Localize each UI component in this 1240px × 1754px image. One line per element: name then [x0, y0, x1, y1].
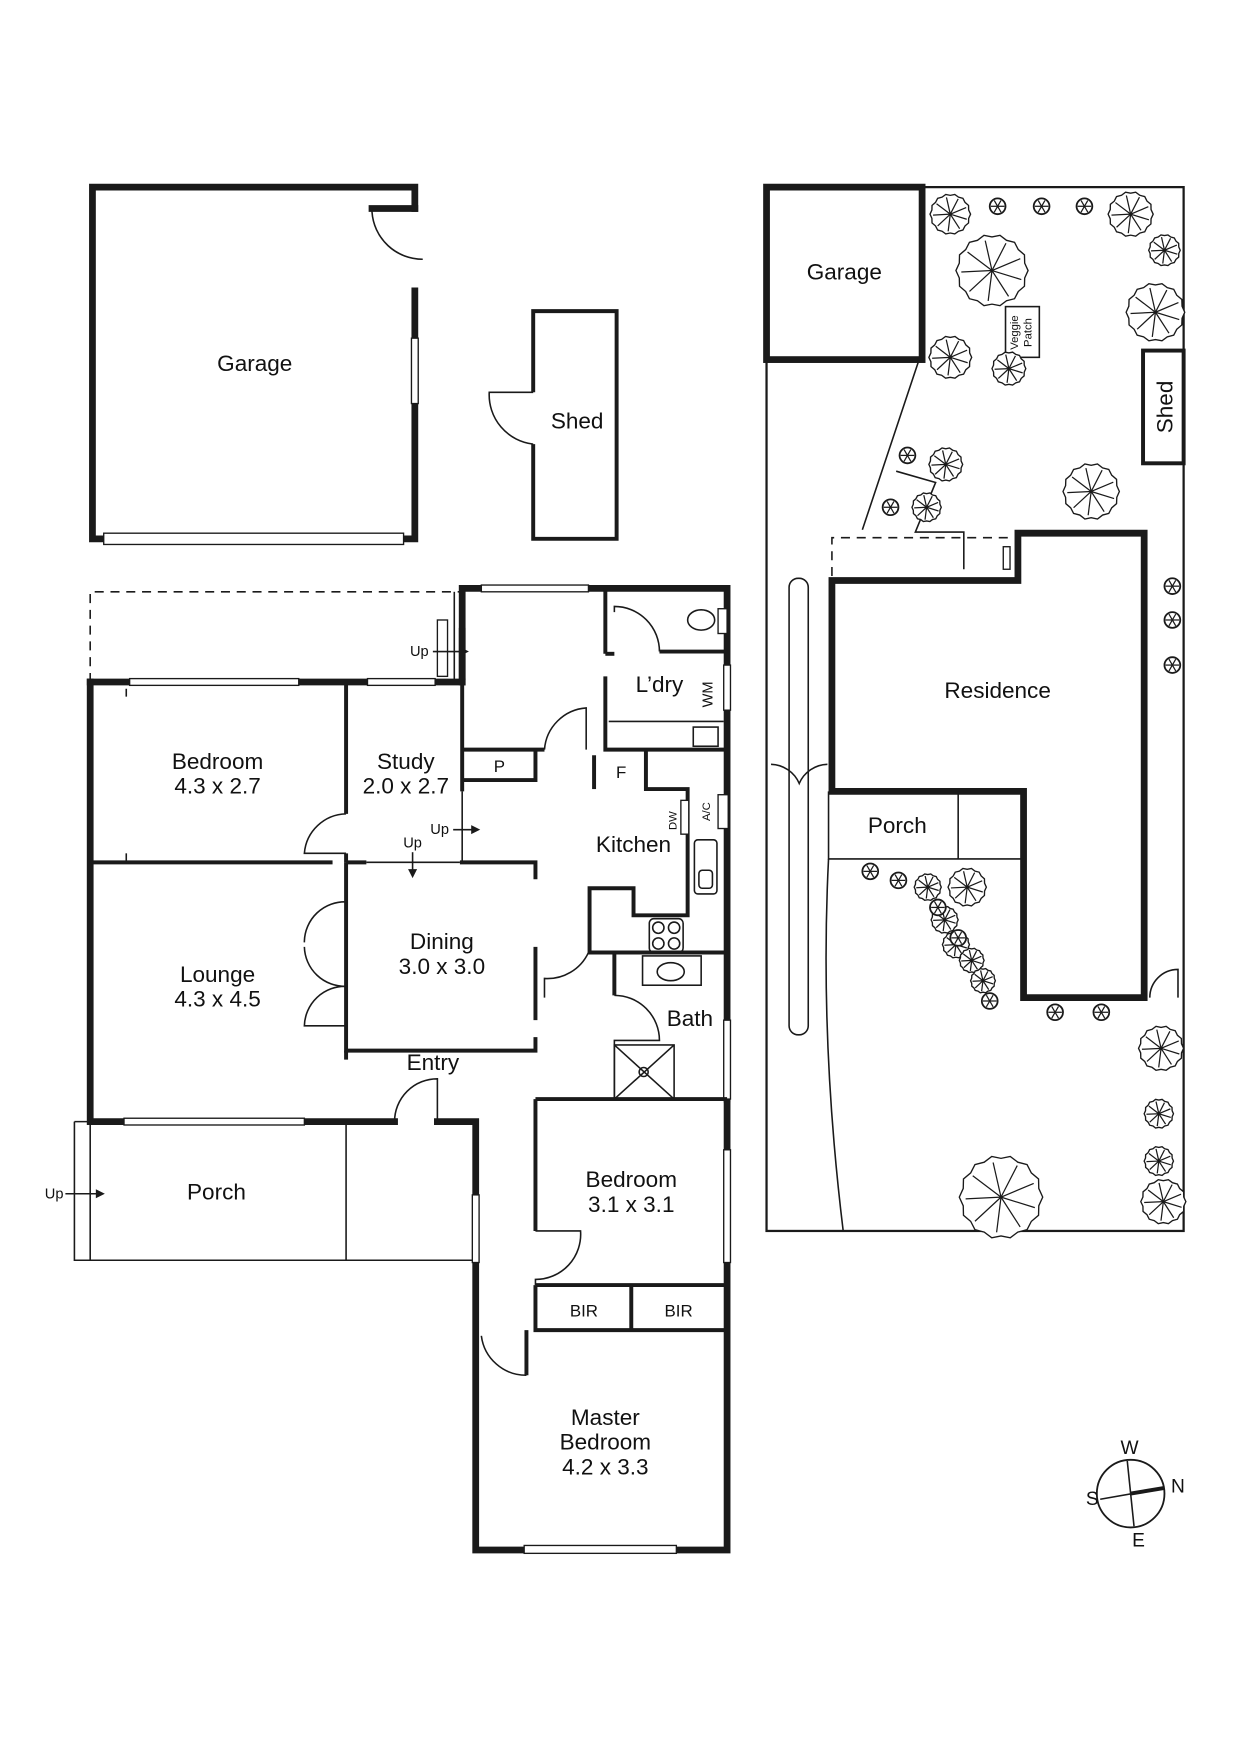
residence-outline	[828, 529, 1148, 1001]
tree-icon	[969, 967, 997, 994]
garage-roller-door	[103, 532, 405, 546]
shrub-icon	[1032, 197, 1051, 216]
compass-east: E	[1132, 1531, 1145, 1552]
compass-circle	[1095, 1458, 1166, 1529]
dining-dims: 3.0 x 3.0	[399, 954, 485, 979]
shrub-icon	[861, 862, 880, 881]
master-bedroom-label-line1: Master	[571, 1405, 640, 1430]
tree-icon	[1137, 1025, 1185, 1072]
air-conditioner-label: A/C	[701, 802, 713, 821]
shrub-icon	[929, 898, 947, 917]
porch-label: Porch	[187, 1179, 246, 1204]
study-label: Study	[377, 749, 435, 774]
garage-outbuilding: Garage	[89, 183, 423, 546]
tree-icon	[991, 351, 1027, 386]
shrub-icon	[1046, 1003, 1064, 1022]
entry-label: Entry	[407, 1050, 460, 1075]
pantry-label: P	[494, 757, 505, 776]
lounge-label: Lounge	[180, 962, 255, 987]
lounge-dims: 4.3 x 4.5	[174, 987, 260, 1012]
garage-side-window	[410, 337, 419, 405]
garage-side-door	[371, 208, 423, 261]
washing-machine-label: WM	[700, 681, 716, 707]
shed-label: Shed	[551, 408, 604, 433]
shrub-icon	[949, 929, 967, 947]
bedroom-3-label: Bedroom	[586, 1167, 677, 1192]
tree-icons	[861, 191, 1187, 1239]
tree-icon	[913, 873, 943, 902]
shrub-icon	[881, 498, 900, 517]
shrub-icon	[1163, 656, 1182, 674]
tree-icon	[929, 193, 972, 235]
tree-icon	[947, 867, 988, 907]
site-shed	[1141, 348, 1186, 466]
tree-icon	[1125, 283, 1186, 342]
rear-deck-outline	[89, 591, 463, 682]
shrub-icon	[980, 992, 999, 1010]
site-plan: Garage Shed Veggie Patch Residence Porch	[763, 183, 1187, 1239]
garage-label: Garage	[217, 351, 292, 376]
site-porch-label: Porch	[868, 813, 927, 838]
driveway-strip	[788, 577, 810, 1036]
kitchen-sink-icon	[693, 839, 718, 895]
shrub-icon	[898, 446, 917, 465]
bedroom-2-label: Bedroom	[172, 749, 263, 774]
master-bedroom-label-line2: Bedroom	[560, 1430, 651, 1455]
fridge-label: F	[616, 763, 626, 782]
bedroom-2-dims: 4.3 x 2.7	[174, 774, 260, 799]
shed-outbuilding: Shed	[488, 309, 619, 541]
tree-icon	[1147, 234, 1181, 267]
site-boundary	[765, 185, 1185, 1233]
hall-up-label: Up	[403, 836, 422, 852]
compass-south: S	[1086, 1489, 1099, 1510]
bedroom-3-dims: 3.1 x 3.1	[588, 1192, 674, 1217]
study-up-label: Up	[430, 822, 449, 838]
rear-deck-up-label: Up	[410, 644, 429, 660]
tree-icon	[928, 447, 964, 482]
front-door	[393, 1077, 439, 1122]
laundry-label: L’dry	[636, 672, 684, 697]
tree-icon	[911, 492, 943, 523]
dishwasher-label: DW	[667, 811, 679, 830]
master-bedroom-dims: 4.2 x 3.3	[562, 1454, 648, 1479]
vanity-icon	[641, 955, 702, 987]
residence-label: Residence	[944, 678, 1050, 703]
tree-icon	[1143, 1146, 1175, 1177]
tree-icon	[928, 335, 973, 379]
compass: W N S E	[1086, 1438, 1185, 1551]
porch-up-label: Up	[45, 1186, 64, 1202]
bir-2-label: BIR	[665, 1302, 693, 1321]
bath-label: Bath	[667, 1006, 713, 1031]
kitchen-label: Kitchen	[596, 832, 671, 857]
tree-icon	[1140, 1178, 1187, 1225]
veggie-patch	[1004, 305, 1041, 359]
study-dims: 2.0 x 2.7	[363, 774, 449, 799]
shrub-icon	[889, 871, 908, 890]
tree-icon	[1107, 191, 1154, 237]
bir-1-label: BIR	[570, 1302, 598, 1321]
main-house: Up L’dry WM P F DW	[45, 584, 732, 1555]
dining-label: Dining	[410, 929, 474, 954]
tree-icon	[958, 1155, 1044, 1239]
cooktop-icon	[648, 917, 684, 954]
shrub-icon	[988, 197, 1007, 216]
tree-icon	[1143, 1098, 1175, 1129]
shrub-icon	[1163, 611, 1182, 629]
shrub-icon	[1075, 197, 1094, 216]
toilet-icon	[686, 609, 716, 631]
compass-west: W	[1120, 1438, 1139, 1459]
site-garage	[763, 183, 926, 363]
veggie-patch-label-line1: Veggie	[1009, 315, 1021, 349]
site-garage-label: Garage	[807, 260, 882, 285]
shed-door	[488, 391, 534, 445]
compass-north: N	[1171, 1476, 1185, 1497]
tree-icon	[1062, 463, 1121, 520]
site-shed-label: Shed	[1152, 381, 1177, 434]
laundry-tub-icon	[692, 726, 719, 748]
shrub-icon	[1163, 577, 1182, 595]
veggie-patch-label-line2: Patch	[1022, 318, 1034, 347]
tree-icon	[955, 234, 1029, 307]
shrub-icon	[1092, 1003, 1111, 1022]
